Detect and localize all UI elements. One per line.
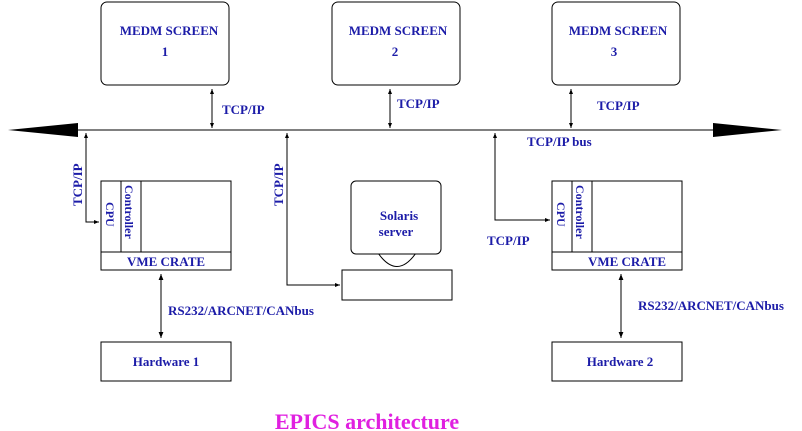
server-label-line2: server [379, 224, 414, 239]
server-label-line1: Solaris [380, 208, 418, 223]
controller-label-left: Controller [122, 185, 136, 239]
hardware-2: Hardware 2 [551, 341, 683, 382]
medm-screen-2-number: 2 [392, 44, 399, 59]
bus-left-arrowhead [8, 123, 78, 137]
screen-1-tcpip-label: TCP/IP [222, 102, 265, 117]
bus-label: TCP/IP bus [527, 134, 592, 149]
medm-screen-3: MEDM SCREEN 3 [551, 1, 681, 86]
fieldbus-label-left: RS232/ARCNET/CANbus [168, 303, 314, 318]
server-tcpip-label: TCP/IP [271, 163, 286, 206]
crate-right-tcpip-label: TCP/IP [487, 233, 530, 248]
medm-screen-2: MEDM SCREEN 2 [331, 1, 461, 86]
medm-screen-3-number: 3 [611, 44, 618, 59]
crate-right-link [493, 133, 550, 222]
solaris-server: Solaris server [341, 180, 453, 301]
vme-crate-left-label: VME CRATE [127, 254, 205, 269]
medm-screen-2-name: MEDM SCREEN [349, 23, 448, 38]
vme-crate-right: CPU Controller VME CRATE [551, 180, 683, 271]
diagram-title: EPICS architecture [275, 409, 460, 431]
cpu-label-left: CPU [103, 202, 117, 227]
crate-left-link [84, 133, 99, 224]
screen-2-tcpip-label: TCP/IP [397, 96, 440, 111]
medm-screen-1: MEDM SCREEN 1 [100, 1, 230, 86]
medm-screen-3-name: MEDM SCREEN [569, 23, 668, 38]
screen-3-tcpip-label: TCP/IP [597, 98, 640, 113]
medm-screen-1-name: MEDM SCREEN [120, 23, 219, 38]
vme-crate-left: CPU Controller VME CRATE [100, 180, 232, 271]
server-link [285, 133, 340, 287]
cpu-label-right: CPU [554, 202, 568, 227]
controller-label-right: Controller [573, 185, 587, 239]
bus-right-arrowhead [713, 123, 782, 137]
fieldbus-label-right: RS232/ARCNET/CANbus [638, 298, 784, 313]
medm-screen-1-number: 1 [162, 44, 169, 59]
hardware-1: Hardware 1 [100, 341, 232, 382]
crate-left-tcpip-label: TCP/IP [70, 163, 85, 206]
vme-crate-right-label: VME CRATE [588, 254, 666, 269]
hardware-1-label: Hardware 1 [133, 354, 200, 369]
tcpip-bus [8, 123, 782, 137]
hardware-2-label: Hardware 2 [587, 354, 654, 369]
